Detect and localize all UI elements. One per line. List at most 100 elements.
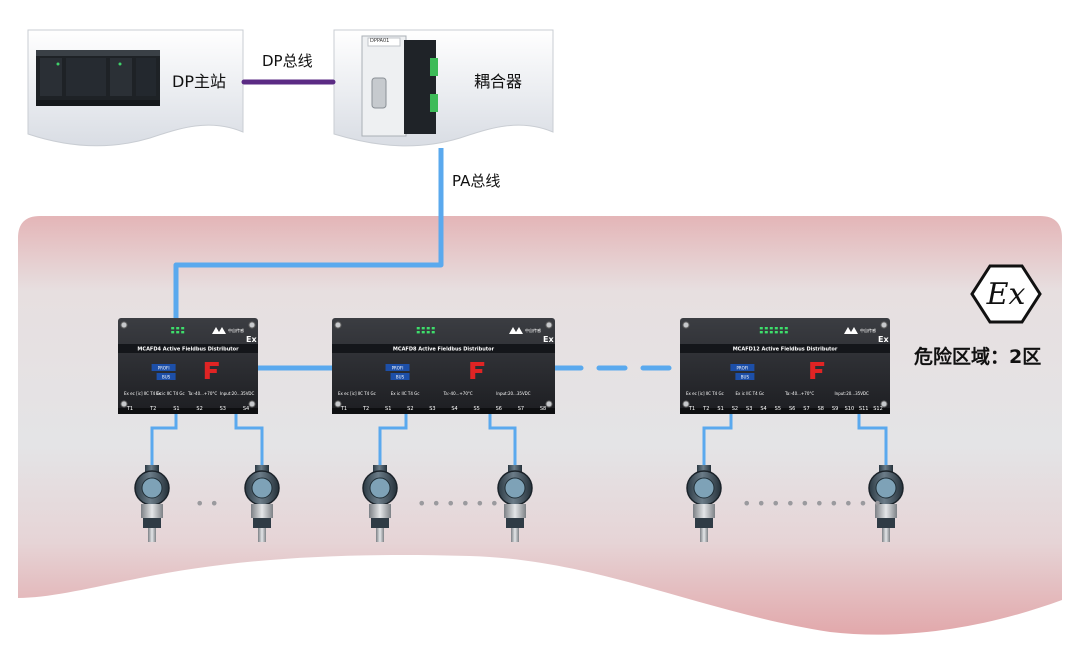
profibus-logo-icon	[156, 373, 176, 380]
pressure-transmitter-icon	[497, 465, 533, 542]
port-label: S2	[407, 406, 413, 412]
status-led	[176, 331, 180, 334]
profibus-text: PROFI	[392, 366, 404, 371]
transmitter-stem	[700, 528, 708, 542]
distributor-base	[118, 408, 258, 414]
port-label: S7	[803, 406, 809, 412]
ex-hazard-icon: Ex	[970, 264, 1042, 324]
transmitter-display	[504, 477, 526, 499]
brand-text: 中自传感	[228, 327, 244, 333]
screw	[120, 400, 128, 408]
f-logo-icon	[470, 362, 485, 379]
transmitter-display	[141, 477, 163, 499]
port-label: S7	[518, 406, 524, 412]
pa-bus-label: PA总线	[452, 172, 501, 190]
profibus-text: BUS	[741, 375, 750, 380]
pressure-transmitter-icon	[134, 465, 170, 542]
master-label: DP主站	[172, 72, 226, 91]
port-label: T1	[688, 406, 695, 412]
screw	[545, 321, 553, 329]
drop-cable	[378, 414, 408, 470]
status-led	[759, 331, 763, 334]
port-label: S4	[760, 406, 766, 412]
port-label: T1	[126, 406, 133, 412]
port-label: S6	[789, 406, 795, 412]
profibus-logo-icon	[390, 373, 410, 380]
status-led	[181, 327, 185, 330]
pa-bus-line	[173, 148, 444, 318]
status-led	[176, 327, 180, 330]
plc-rack-image	[36, 50, 160, 106]
drop-cable	[150, 414, 178, 470]
spec-text: Input:20...35VDC	[835, 391, 870, 396]
ellipsis-2: • • • • • •	[417, 494, 500, 513]
port-label: S1	[173, 406, 179, 412]
port-label: S3	[429, 406, 435, 412]
transmitter-stem	[148, 528, 156, 542]
port-label: S2	[732, 406, 738, 412]
status-led	[181, 331, 185, 334]
distributor-body	[332, 318, 555, 414]
screw	[248, 321, 256, 329]
coupler-image	[361, 35, 438, 137]
screw	[120, 321, 128, 329]
coupler-device-text: DPPA01	[370, 38, 390, 44]
port-label: S10	[845, 406, 855, 412]
brand-text: 中自传感	[860, 327, 876, 333]
drop-cable	[857, 414, 888, 470]
ex-mark: Ex	[878, 335, 889, 344]
transmitter-neck	[145, 465, 159, 475]
port-label: T2	[362, 406, 369, 412]
f-logo-icon	[204, 362, 219, 379]
ellipsis-1: • •	[195, 494, 219, 513]
transmitter-display	[875, 477, 897, 499]
distributor-body	[118, 318, 258, 414]
title-bar	[680, 344, 890, 353]
transmitter-flange	[695, 518, 713, 528]
profibus-logo-icon	[385, 364, 410, 371]
port-label: S5	[473, 406, 479, 412]
port-label: S8	[818, 406, 824, 412]
status-led	[784, 327, 788, 330]
ellipsis-3: • • • • • • • • • •	[742, 494, 883, 513]
port-label: T1	[340, 406, 347, 412]
port-label: S8	[540, 406, 546, 412]
status-led	[421, 331, 425, 334]
port-label: S3	[220, 406, 226, 412]
brand-text: 中自传感	[525, 327, 541, 333]
status-led	[171, 331, 175, 334]
screw	[880, 400, 888, 408]
spec-text: Input:20...35VDC	[496, 391, 531, 396]
profibus-text: PROFI	[158, 366, 170, 371]
drop-cable	[234, 414, 264, 470]
port-label: S1	[385, 406, 391, 412]
transmitter-display	[369, 477, 391, 499]
status-led	[431, 331, 435, 334]
spec-text: Ex ec [ic] IIC T4 Gc	[338, 391, 376, 396]
screw	[334, 321, 342, 329]
distributor-body	[680, 318, 890, 414]
spec-text: Ex ec [ic] IIC T4 Gc	[124, 391, 162, 396]
port-label: S6	[496, 406, 502, 412]
port-label: T2	[149, 406, 156, 412]
profibus-text: BUS	[162, 375, 171, 380]
status-led	[774, 331, 778, 334]
spec-text: Ex ic IIC T4 Gc	[736, 391, 765, 396]
transmitter-body	[693, 504, 715, 518]
profibus-logo-icon	[735, 373, 755, 380]
transmitter-flange	[877, 518, 895, 528]
transmitter-stem	[511, 528, 519, 542]
profibus-logo-icon	[730, 364, 755, 371]
hazard-zone-label: 危险区域：2区	[914, 346, 1042, 368]
status-led	[431, 327, 435, 330]
brand-logo-icon	[212, 327, 226, 334]
pressure-transmitter-icon	[686, 465, 722, 542]
transmitter-body	[504, 504, 526, 518]
transmitter-neck	[373, 465, 387, 475]
